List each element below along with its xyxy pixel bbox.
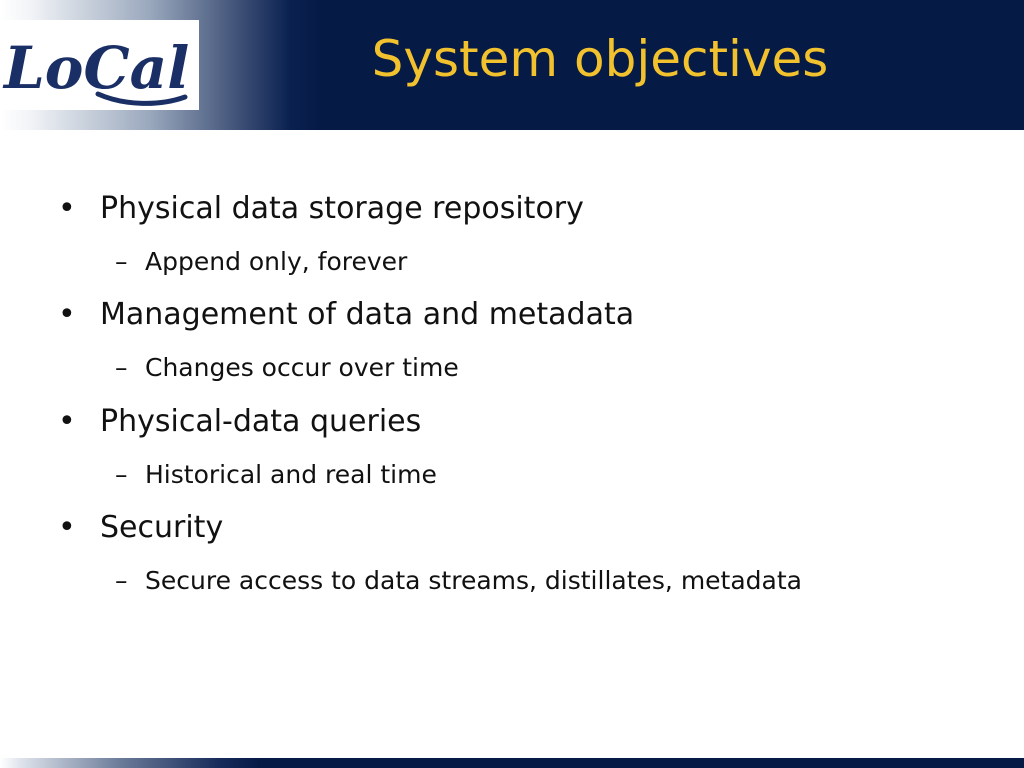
logo-text: LoCal xyxy=(2,34,189,102)
sub-bullet-mark: – xyxy=(115,566,128,595)
bullet-item: • Management of data and metadata xyxy=(58,295,634,335)
sub-bullet-text: Secure access to data streams, distillat… xyxy=(145,566,802,595)
sub-bullet-text: Changes occur over time xyxy=(145,353,459,382)
footer-band xyxy=(0,758,1024,768)
sub-bullet-item: –Historical and real time xyxy=(115,458,437,492)
bullet-item: • Security xyxy=(58,508,223,548)
bullet-text: Physical-data queries xyxy=(100,404,422,439)
bullet-mark: • xyxy=(58,404,76,439)
sub-bullet-mark: – xyxy=(115,460,128,489)
bullet-mark: • xyxy=(58,191,76,226)
bullet-item: • Physical-data queries xyxy=(58,402,421,442)
bullet-text: Security xyxy=(100,510,224,545)
logo: LoCal xyxy=(0,20,199,110)
bullet-item: • Physical data storage repository xyxy=(58,189,584,229)
bullet-mark: • xyxy=(58,297,76,332)
sub-bullet-item: –Append only, forever xyxy=(115,245,407,279)
slide-title: System objectives xyxy=(371,30,829,88)
sub-bullet-item: –Changes occur over time xyxy=(115,351,459,385)
logo-swash xyxy=(95,91,188,106)
sub-bullet-item: –Secure access to data streams, distilla… xyxy=(115,564,802,598)
sub-bullet-text: Append only, forever xyxy=(145,247,408,276)
bullet-text: Physical data storage repository xyxy=(100,191,584,226)
sub-bullet-text: Historical and real time xyxy=(145,460,437,489)
logo-wordmark: LoCal xyxy=(2,34,189,106)
bullet-text: Management of data and metadata xyxy=(100,297,635,332)
sub-bullet-mark: – xyxy=(115,353,128,382)
bullet-mark: • xyxy=(58,510,76,545)
sub-bullet-mark: – xyxy=(115,247,128,276)
